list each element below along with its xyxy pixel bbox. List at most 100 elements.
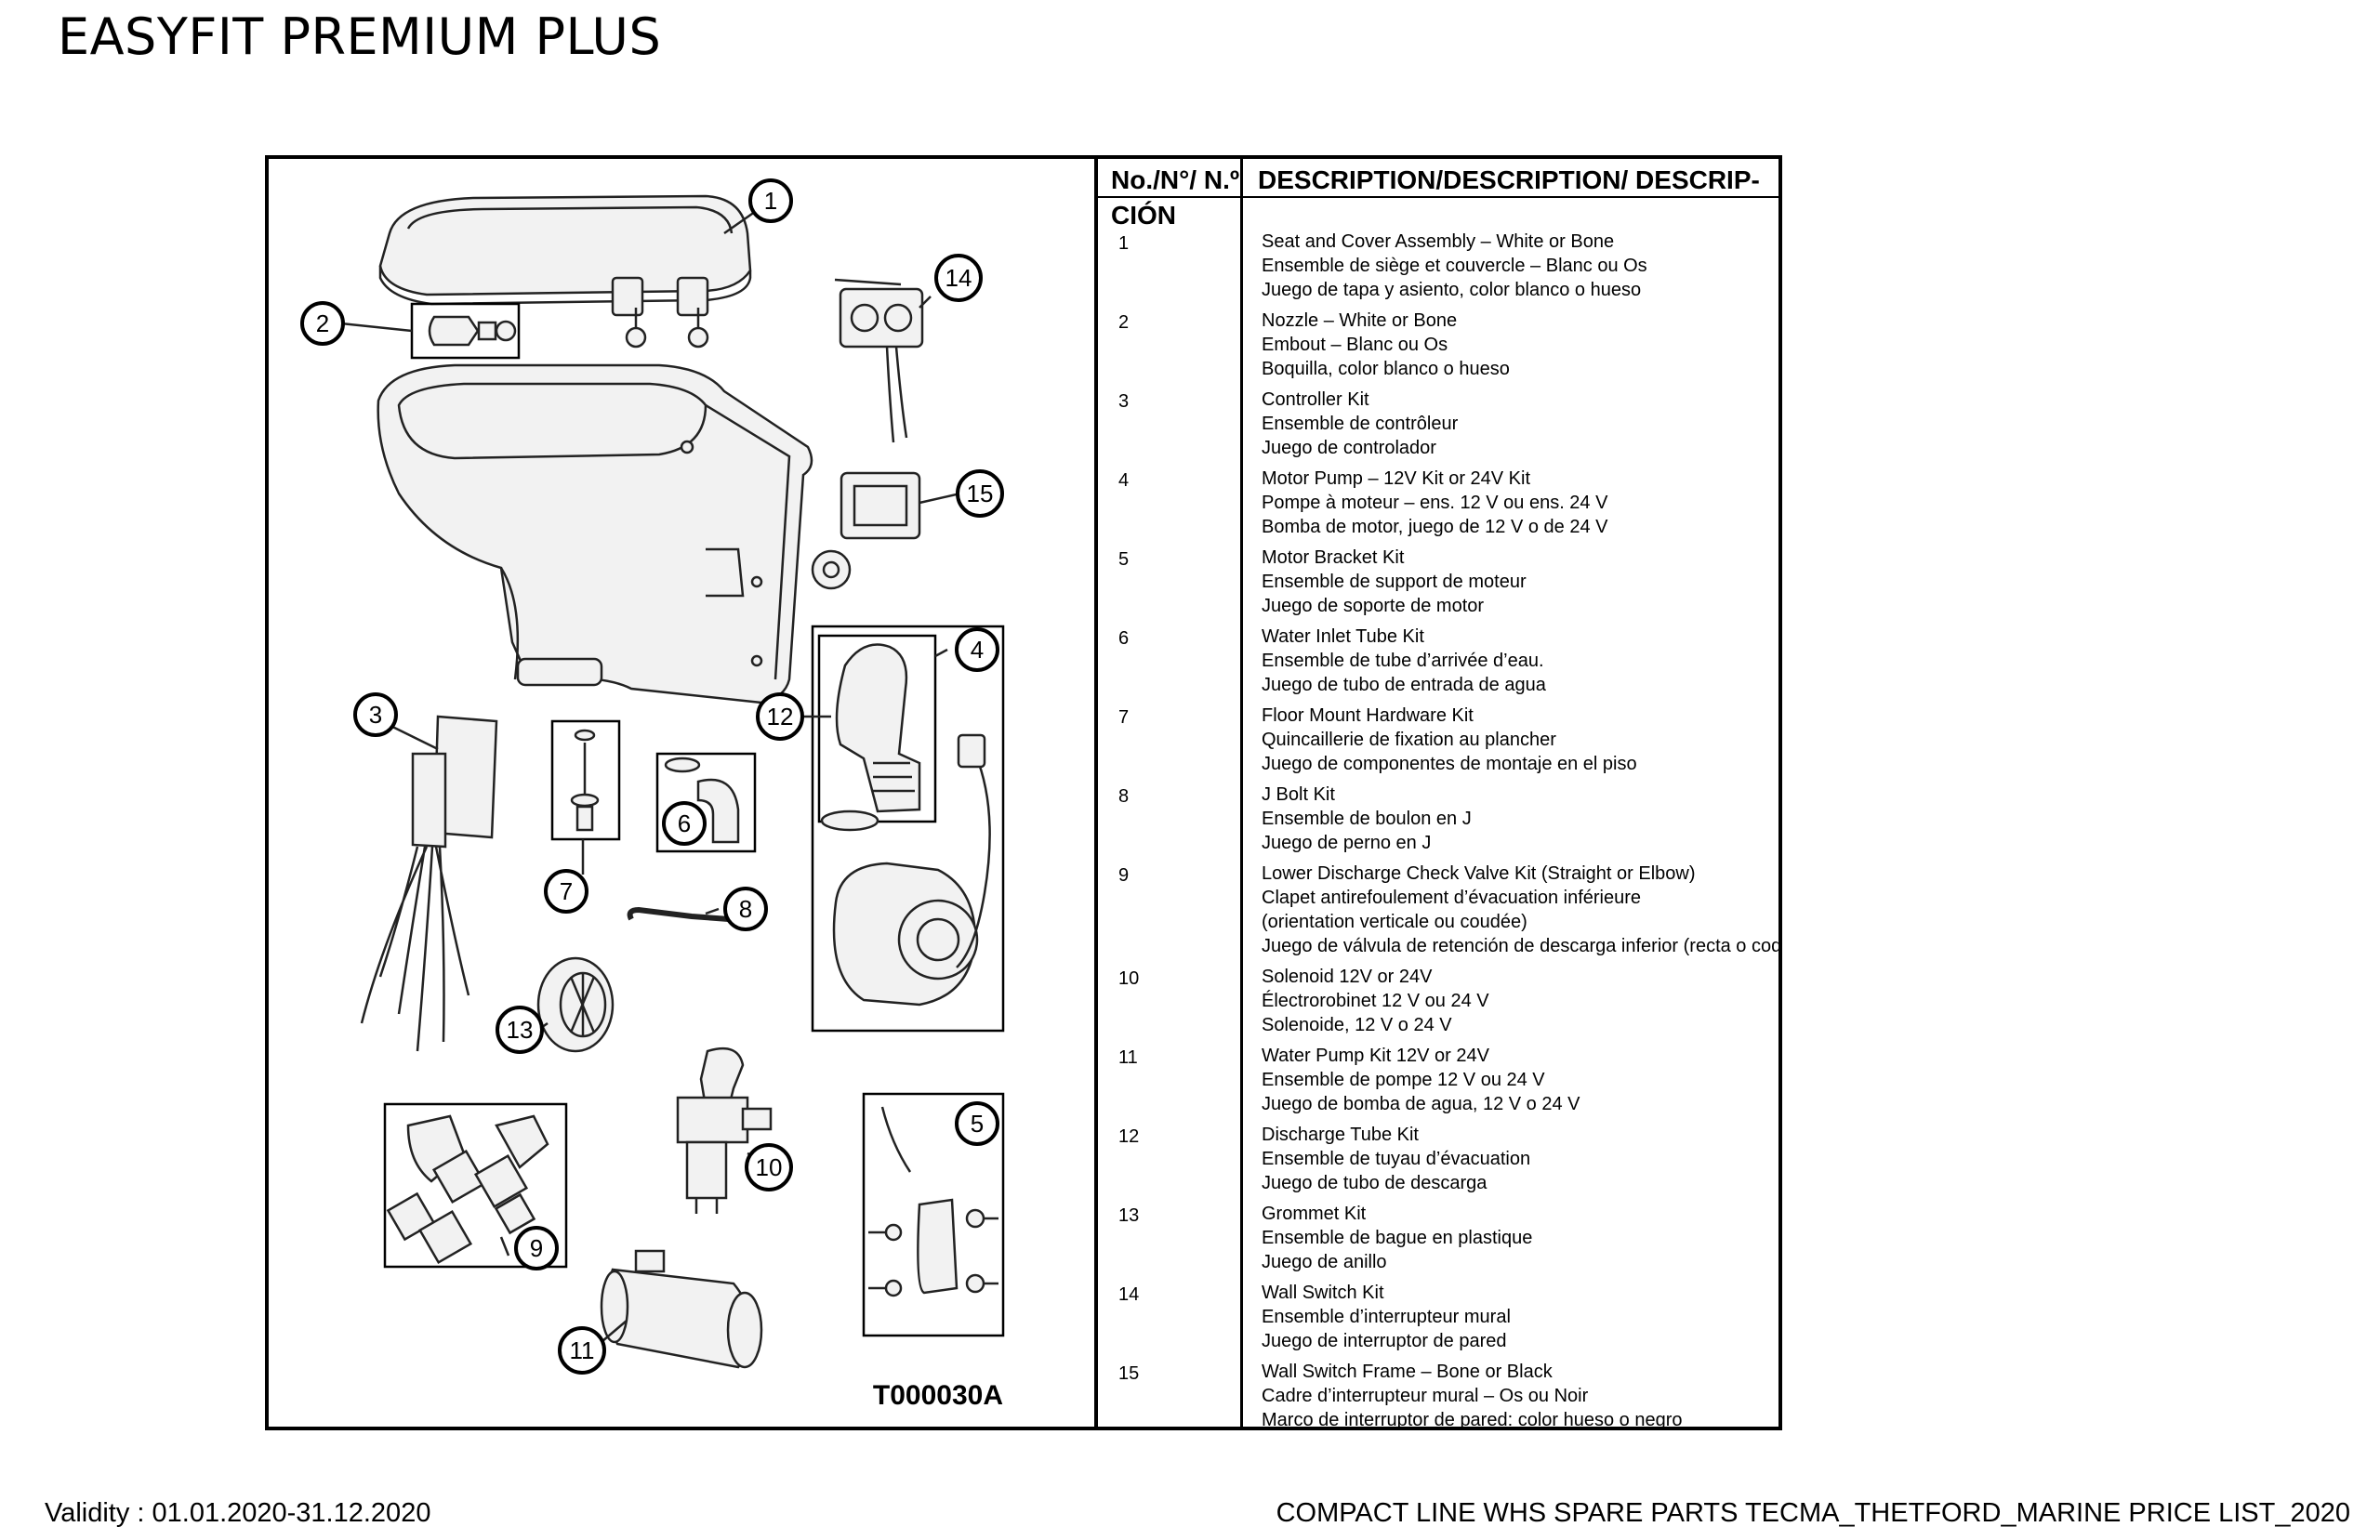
motor-pump-part [832,733,991,1007]
description-line: Lower Discharge Check Valve Kit (Straigh… [1262,863,1696,884]
grommet-part [536,956,615,1053]
part-number: 4 [1118,470,1130,491]
nozzle-part [428,315,517,347]
exploded-diagram: 1 2 3 4 5 6 7 8 9 10 11 12 13 14 15 T000… [269,159,1098,1427]
description-line: Water Inlet Tube Kit [1262,626,1424,647]
callout-1: 1 [748,178,793,223]
callout-7: 7 [544,869,588,914]
callout-12: 12 [756,692,804,741]
controller-part [360,715,498,1052]
svg-text:6: 6 [678,809,691,837]
exploded-diagram-svg: 1 2 3 4 5 6 7 8 9 10 11 12 13 14 15 T000… [300,178,1005,1411]
description-line: Wall Switch Frame – Bone or Black [1262,1362,1553,1382]
description-line: Motor Bracket Kit [1262,547,1405,568]
solenoid-part [676,1046,773,1214]
description-line: Juego de tapa y asiento, color blanco o … [1262,280,1642,300]
callout-5: 5 [955,1101,999,1146]
description-line: Grommet Kit [1262,1204,1367,1224]
discharge-tube-part [820,643,921,832]
part-number: 10 [1118,968,1140,989]
part-number: 7 [1118,707,1130,728]
table-row: 10 Solenoid 12V or 24V Électrorobinet 12 V… [1098,965,1778,1044]
description-line: Seat and Cover Assembly – White or Bone [1262,231,1615,252]
part-description: Lower Discharge Check Valve Kit (Straigh… [1262,862,1778,958]
description-line: Clapet antirefoulement d’évacuation infé… [1262,888,1642,908]
part-number: 14 [1118,1284,1140,1305]
description-line: Juego de perno en J [1262,833,1432,853]
validity-text: Validity : 01.01.2020-31.12.2020 [45,1498,431,1528]
description-line: Cadre d’interrupteur mural – Os ou Noir [1262,1386,1589,1406]
part-number: 13 [1118,1205,1140,1226]
description-line: Ensemble de tube d’arrivée d’eau. [1262,651,1544,671]
svg-text:15: 15 [967,480,994,507]
column-separator [1240,159,1243,1427]
description-line: Ensemble de tuyau d’évacuation [1262,1149,1531,1169]
water-inlet-tube-part [664,757,740,844]
page-title: EASYFIT PREMIUM PLUS [58,7,662,66]
svg-text:12: 12 [767,703,794,731]
description-line: Juego de tubo de descarga [1262,1173,1488,1193]
diagram-code: T000030A [873,1380,1003,1411]
description-line: Discharge Tube Kit [1262,1125,1419,1145]
description-line: Motor Pump – 12V Kit or 24V Kit [1262,468,1531,489]
part-number: 1 [1118,233,1130,254]
part-number: 12 [1118,1126,1140,1147]
parts-table: No./N°/ N.º CIÓN DESCRIPTION/DESCRIPTION… [1098,159,1778,1427]
svg-text:8: 8 [739,895,752,923]
svg-text:11: 11 [570,1336,595,1364]
motor-bracket-part [868,1106,998,1297]
svg-text:2: 2 [316,309,329,337]
callout-10: 10 [745,1143,793,1191]
description-line: (orientation verticale ou coudée) [1262,912,1527,932]
description-line: Nozzle – White or Bone [1262,310,1458,331]
parts-figure: 1 2 3 4 5 6 7 8 9 10 11 12 13 14 15 T000… [265,155,1782,1430]
description-line: Ensemble de support de moteur [1262,572,1527,592]
part-number: 9 [1118,865,1130,886]
grommet-small-part [811,549,852,590]
description-line: Solenoid 12V or 24V [1262,967,1433,987]
description-line: Électrorobinet 12 V ou 24 V [1262,991,1489,1011]
description-line: Ensemble de pompe 12 V ou 24 V [1262,1070,1545,1090]
header-number: No./N°/ N.º CIÓN [1111,165,1240,230]
header-rule [1098,196,1778,198]
description-line: Juego de controlador [1262,438,1436,458]
table-row: 9 Lower Discharge Check Valve Kit (Straig… [1098,862,1778,965]
svg-text:3: 3 [369,701,382,729]
toilet-bowl-part [377,363,813,704]
description-line: J Bolt Kit [1262,784,1335,805]
description-line: Pompe à moteur – ens. 12 V ou ens. 24 V [1262,493,1608,513]
svg-text:7: 7 [560,877,573,905]
floor-mount-hardware-part [570,729,600,832]
description-line: Ensemble de boulon en J [1262,809,1472,829]
table-row: 1 Seat and Cover Assembly – White or Bone… [1098,230,1778,309]
description-line: Juego de componentes de montaje en el pi… [1262,754,1637,774]
description-line: Wall Switch Kit [1262,1283,1384,1303]
part-number: 2 [1118,312,1130,333]
description-line: Juego de bomba de agua, 12 V o 24 V [1262,1094,1580,1114]
wall-switch-part [839,287,924,443]
description-line: Ensemble de contrôleur [1262,414,1459,434]
description-line: Floor Mount Hardware Kit [1262,705,1474,726]
description-line: Juego de válvula de retención de descarg… [1262,936,1778,956]
svg-text:5: 5 [971,1110,984,1138]
part-number: 5 [1118,549,1130,570]
callout-14: 14 [934,254,983,302]
part-number: 11 [1118,1047,1138,1068]
seat-cover-part [378,194,752,349]
